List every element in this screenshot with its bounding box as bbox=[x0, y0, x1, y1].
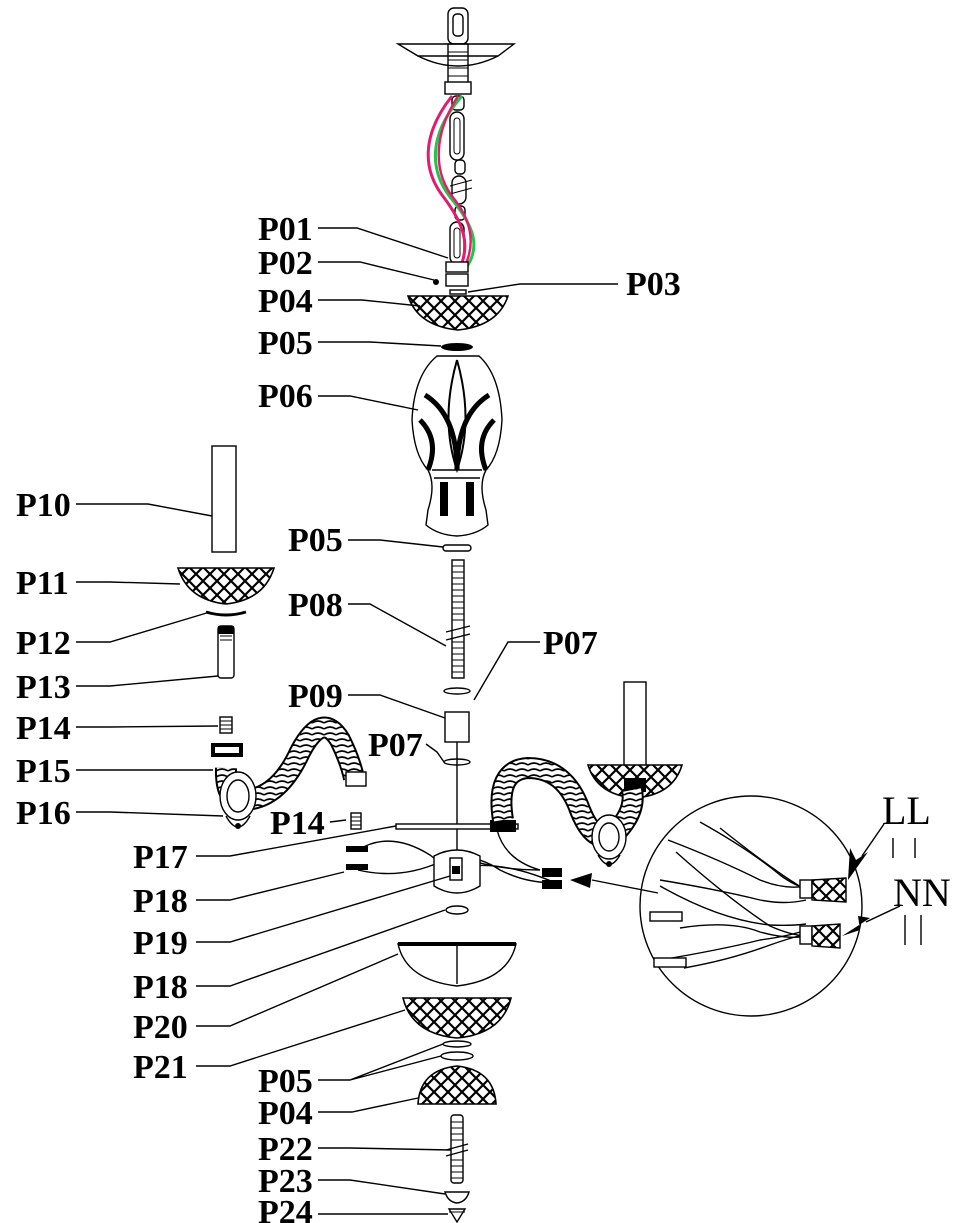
bottom-nut bbox=[445, 905, 469, 915]
lower-lattice-cup bbox=[401, 997, 513, 1039]
label-p07-right: P07 bbox=[543, 625, 598, 662]
label-p16: P16 bbox=[16, 795, 71, 832]
part-labels: P01 P02 P03 P04 P05 P06 P10 P05 P11 P08 … bbox=[16, 211, 681, 1223]
left-socket bbox=[217, 625, 235, 679]
hanging-chain bbox=[449, 95, 473, 265]
label-p04-top: P04 bbox=[258, 283, 313, 320]
label-p09: P09 bbox=[288, 678, 343, 715]
label-p07-left: P07 bbox=[368, 727, 423, 764]
label-p20: P20 bbox=[133, 1009, 188, 1046]
right-arm-medallion bbox=[591, 814, 627, 867]
vase-body bbox=[411, 355, 503, 537]
screw-dot bbox=[433, 279, 439, 285]
washer-upper bbox=[443, 687, 471, 695]
leader-lines bbox=[76, 227, 618, 1215]
wiring-detail-bubble bbox=[639, 795, 863, 1017]
label-p14-left: P14 bbox=[16, 710, 71, 747]
neutral-wire-nut bbox=[811, 923, 841, 949]
label-p02: P02 bbox=[258, 245, 313, 282]
label-p01: P01 bbox=[258, 211, 313, 248]
label-p12: P12 bbox=[16, 625, 71, 662]
ring-bottom-2 bbox=[440, 1051, 474, 1061]
coupler-block bbox=[444, 711, 470, 743]
junction-box bbox=[433, 849, 481, 894]
label-p06: P06 bbox=[258, 378, 313, 415]
label-p03: P03 bbox=[626, 266, 681, 303]
label-p10: P10 bbox=[16, 487, 71, 524]
left-cup-holder bbox=[211, 743, 243, 757]
top-lattice-cup bbox=[406, 295, 510, 331]
zoom-arrow bbox=[570, 873, 592, 888]
threaded-rod bbox=[445, 559, 471, 679]
left-wire-connector bbox=[346, 846, 368, 852]
label-p11: P11 bbox=[16, 565, 69, 602]
bottom-cap bbox=[444, 1191, 470, 1204]
bottom-bolt bbox=[445, 1114, 469, 1184]
label-p08: P08 bbox=[288, 587, 343, 624]
label-p14-mid: P14 bbox=[270, 805, 325, 842]
label-p04-bottom: P04 bbox=[258, 1095, 313, 1132]
label-p15: P15 bbox=[16, 753, 71, 790]
label-p17: P17 bbox=[133, 839, 188, 876]
left-candle-sleeve bbox=[211, 445, 237, 553]
locknut bbox=[445, 273, 469, 287]
red-wire-2 bbox=[437, 95, 472, 269]
left-arm-end-cap bbox=[345, 771, 367, 787]
neutral-arrow bbox=[842, 916, 870, 936]
label-p05-bottom: P05 bbox=[258, 1063, 313, 1100]
wire-nut-1 bbox=[542, 868, 562, 877]
ring-mid bbox=[442, 544, 472, 552]
label-p18-b: P18 bbox=[133, 969, 188, 1006]
label-p05-mid: P05 bbox=[288, 522, 343, 559]
label-p18-a: P18 bbox=[133, 883, 188, 920]
label-p24: P24 bbox=[258, 1194, 313, 1223]
label-p21: P21 bbox=[133, 1049, 188, 1086]
ring-bottom-1 bbox=[442, 1040, 472, 1048]
left-lattice-cup bbox=[176, 567, 276, 605]
ceiling-canopy bbox=[395, 7, 517, 95]
washer-top bbox=[449, 289, 467, 295]
wire-nut-2 bbox=[542, 880, 562, 889]
live-label: LL bbox=[882, 788, 931, 833]
live-wire-nut bbox=[811, 877, 847, 903]
label-p05-top: P05 bbox=[258, 325, 313, 362]
label-p23: P23 bbox=[258, 1163, 313, 1200]
ring-top bbox=[441, 343, 473, 351]
bottom-lattice-cup bbox=[417, 1065, 497, 1105]
left-arm-medallion bbox=[219, 771, 257, 829]
label-p13: P13 bbox=[16, 669, 71, 706]
left-bobeche-ring bbox=[205, 610, 247, 617]
label-p22: P22 bbox=[258, 1131, 313, 1168]
chain-connector bbox=[445, 261, 469, 273]
neutral-label: NN bbox=[893, 870, 951, 915]
label-p19: P19 bbox=[133, 925, 188, 962]
red-wire bbox=[426, 95, 467, 269]
live-arrow bbox=[848, 848, 868, 880]
finial bbox=[447, 1208, 467, 1223]
green-wire bbox=[433, 95, 476, 269]
